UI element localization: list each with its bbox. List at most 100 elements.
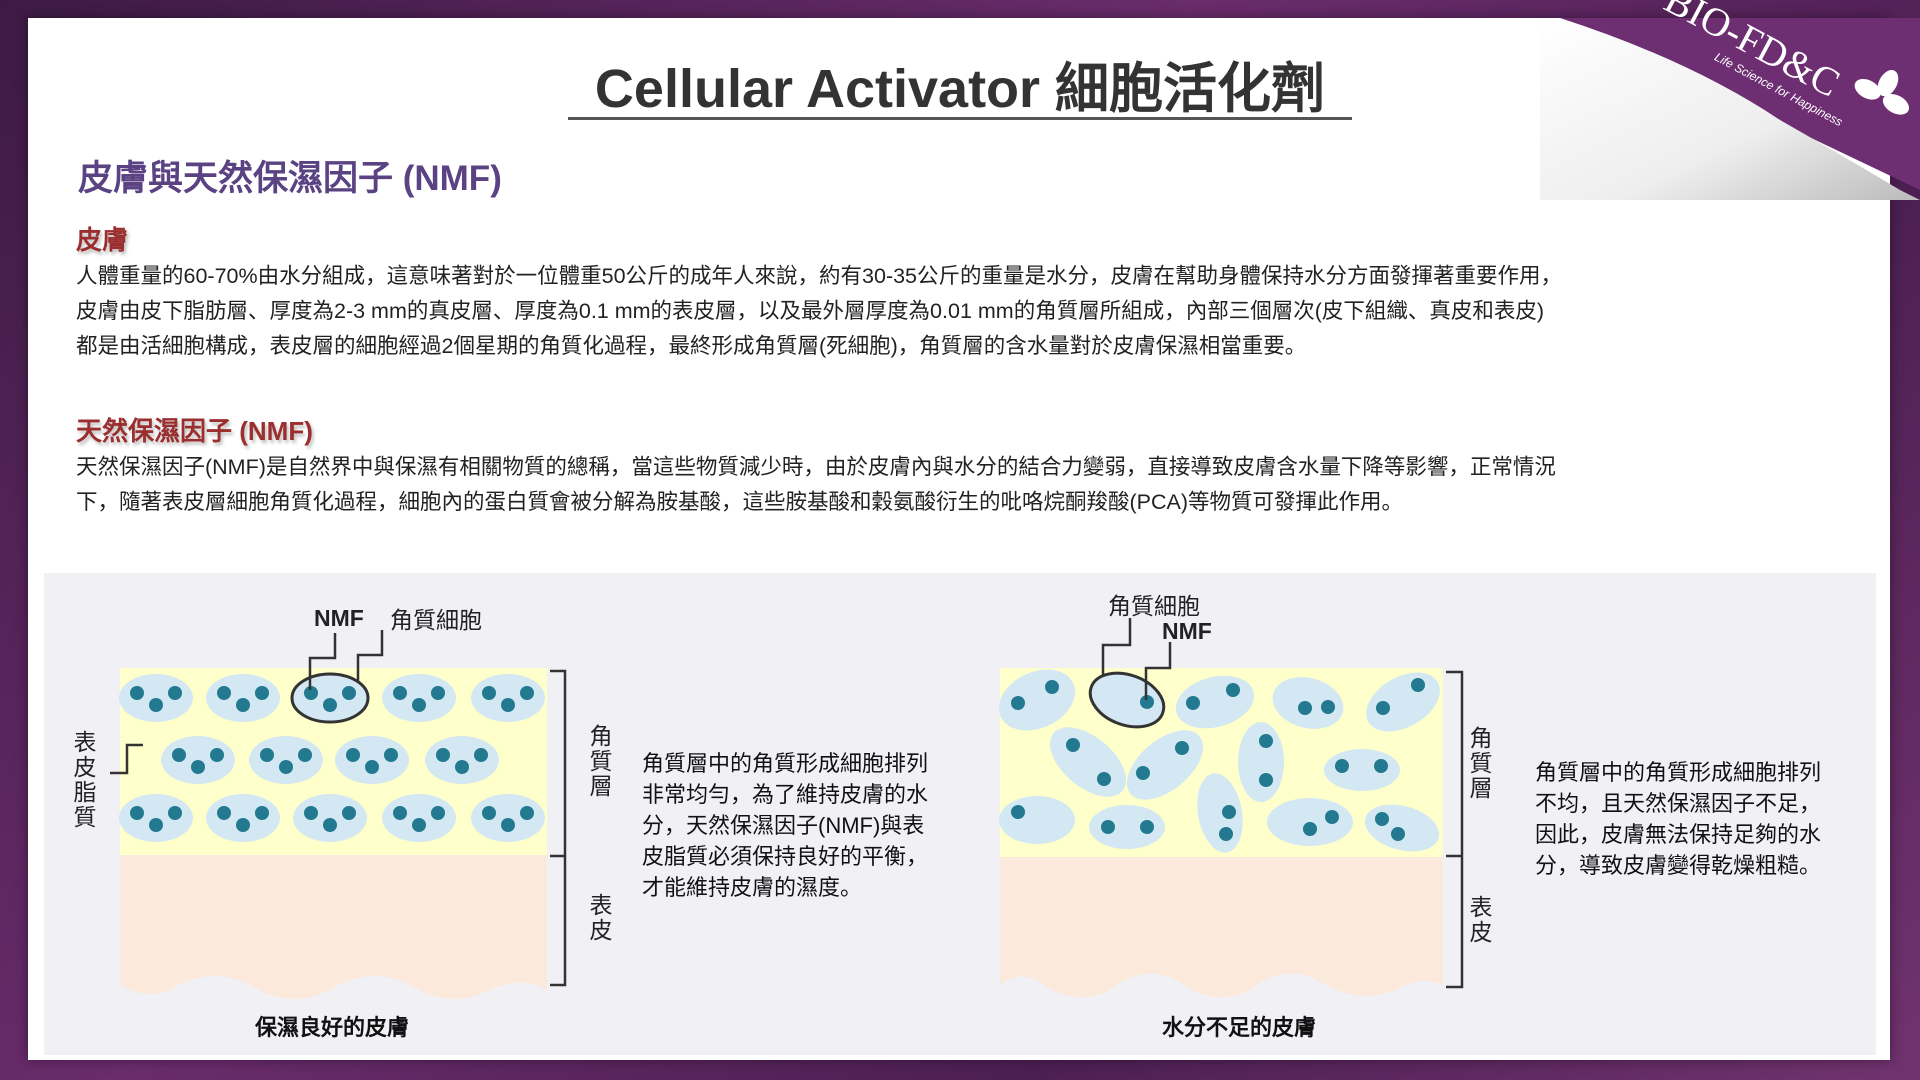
leaf-icon — [1854, 78, 1881, 100]
keratinocyte-cell — [1049, 727, 1127, 797]
keratinocyte-cell — [425, 736, 499, 784]
highlighted-cell-outline — [290, 672, 370, 724]
text-line: 因此，皮膚無法保持足夠的水 — [1535, 822, 1822, 847]
dry-skin-diagram — [998, 618, 1464, 998]
nmf-dot — [191, 760, 205, 774]
text-line: 人體重量的60-70%由水分組成，這意味著對於一位體重50公斤的成年人來說，約有… — [76, 264, 1563, 288]
keratinocyte-cell — [119, 674, 193, 722]
cell-body — [1324, 749, 1400, 791]
text-line: 下，隨著表皮層細胞角質化過程，細胞內的蛋白質會被分解為胺基酸，這些胺基酸和穀氨酸… — [76, 490, 1404, 514]
skin-paragraph: 人體重量的60-70%由水分組成，這意味著對於一位體重50公斤的成年人來說，約有… — [76, 259, 1562, 364]
nmf-dot — [279, 760, 293, 774]
keratinocyte-cell — [335, 736, 409, 784]
nmf-dot — [384, 748, 398, 762]
nmf-dot — [1325, 810, 1339, 824]
cell-leader-line — [1101, 618, 1132, 675]
nmf-dot — [149, 698, 163, 712]
nmf-dot — [1175, 741, 1189, 755]
nmf-dot — [172, 748, 186, 762]
keratinocyte-cell — [119, 794, 193, 842]
healthy-skin-caption: 保濕良好的皮膚 — [255, 1015, 410, 1040]
keratinocyte-cell — [1238, 722, 1284, 802]
nmf-dot — [1222, 805, 1236, 819]
title-underline — [568, 117, 1352, 120]
keratinocyte-cell — [1126, 730, 1204, 800]
nmf-dot — [474, 748, 488, 762]
nmf-dot — [1101, 820, 1115, 834]
nmf-dot — [393, 686, 407, 700]
nmf-dot — [412, 698, 426, 712]
nmf-dot — [501, 698, 515, 712]
cell-body — [1089, 805, 1165, 849]
nmf-dot — [236, 818, 250, 832]
keratinocyte-cell — [382, 674, 456, 722]
nmf-dot — [298, 748, 312, 762]
keratinocyte-cell — [1267, 798, 1353, 846]
healthy-skin-diagram — [110, 630, 567, 999]
text-line: 天然保濕因子(NMF)是自然界中與保濕有相關物質的總稱，當這些物質減少時，由於皮… — [76, 455, 1556, 479]
text-line: 皮脂質必須保持良好的平衡， — [642, 844, 929, 869]
nmf-dot — [323, 698, 337, 712]
cell-body — [999, 796, 1075, 844]
keratinocyte-cell — [1089, 805, 1165, 849]
nmf-dot — [255, 806, 269, 820]
nmf-dot — [1321, 700, 1335, 714]
nmf-dot — [236, 698, 250, 712]
section-subtitle: 皮膚與天然保濕因子 (NMF) — [78, 159, 502, 198]
nmf-label: NMF — [1162, 618, 1212, 644]
nmf-dot — [130, 686, 144, 700]
layer-bracket — [1446, 670, 1464, 989]
nmf-dot — [393, 806, 407, 820]
nmf-dot — [304, 686, 318, 700]
nmf-dot — [1391, 827, 1405, 841]
keratinocyte-cell — [249, 736, 323, 784]
nmf-dot — [1411, 678, 1425, 692]
cell-leader-line — [356, 630, 384, 682]
highlighted-cell-outline — [1088, 671, 1166, 729]
nmf-dot — [412, 818, 426, 832]
nmf-dot — [1186, 696, 1200, 710]
nmf-dot — [431, 686, 445, 700]
nmf-dot — [346, 748, 360, 762]
nmf-dot — [501, 818, 515, 832]
keratinocyte-cell — [471, 794, 545, 842]
nmf-dot — [520, 686, 534, 700]
nmf-dot — [210, 748, 224, 762]
nmf-dot — [1259, 734, 1273, 748]
keratinocyte-label: 角質細胞 — [390, 607, 482, 633]
page-curl-logo: BIO-FD&C Life Science for Happiness — [1540, 0, 1920, 200]
nmf-dot — [217, 686, 231, 700]
page-title: Cellular Activator 細胞活化劑 — [594, 59, 1326, 119]
nmf-leader-line — [1144, 642, 1172, 700]
nmf-dot — [1045, 680, 1059, 694]
nmf-dot — [1219, 827, 1233, 841]
keratinocyte-cell — [471, 674, 545, 722]
nmf-dot — [1303, 822, 1317, 836]
keratinocyte-cell — [1175, 675, 1255, 729]
skin-heading: 皮膚 — [76, 225, 129, 255]
nmf-dot — [431, 806, 445, 820]
nmf-dot — [323, 818, 337, 832]
text-line: 皮膚由皮下脂肪層、厚度為2-3 mm的真皮層、厚度為0.1 mm的表皮層，以及最… — [76, 299, 1545, 323]
nmf-heading: 天然保濕因子 (NMF) — [76, 416, 313, 446]
keratinocyte-cell — [1366, 672, 1440, 732]
nmf-dot — [342, 806, 356, 820]
nmf-dot — [455, 760, 469, 774]
keratinocyte-cell — [206, 674, 280, 722]
nmf-label: NMF — [314, 605, 364, 631]
nmf-dot — [365, 760, 379, 774]
nmf-dot — [168, 686, 182, 700]
layer-bracket — [550, 669, 567, 987]
text-line: 才能維持皮膚的濕度。 — [642, 875, 863, 900]
keratinocyte-cell — [999, 796, 1075, 844]
text-line: 分，天然保濕因子(NMF)與表 — [642, 813, 925, 838]
nmf-dot — [130, 806, 144, 820]
nmf-dot — [342, 686, 356, 700]
keratinocyte-cell — [1364, 804, 1440, 852]
nmf-dot — [255, 686, 269, 700]
stratum-label: 角質層 — [589, 723, 613, 799]
epidermis-layer — [1000, 857, 1443, 998]
epidermis-layer — [120, 855, 547, 999]
nmf-dot — [168, 806, 182, 820]
